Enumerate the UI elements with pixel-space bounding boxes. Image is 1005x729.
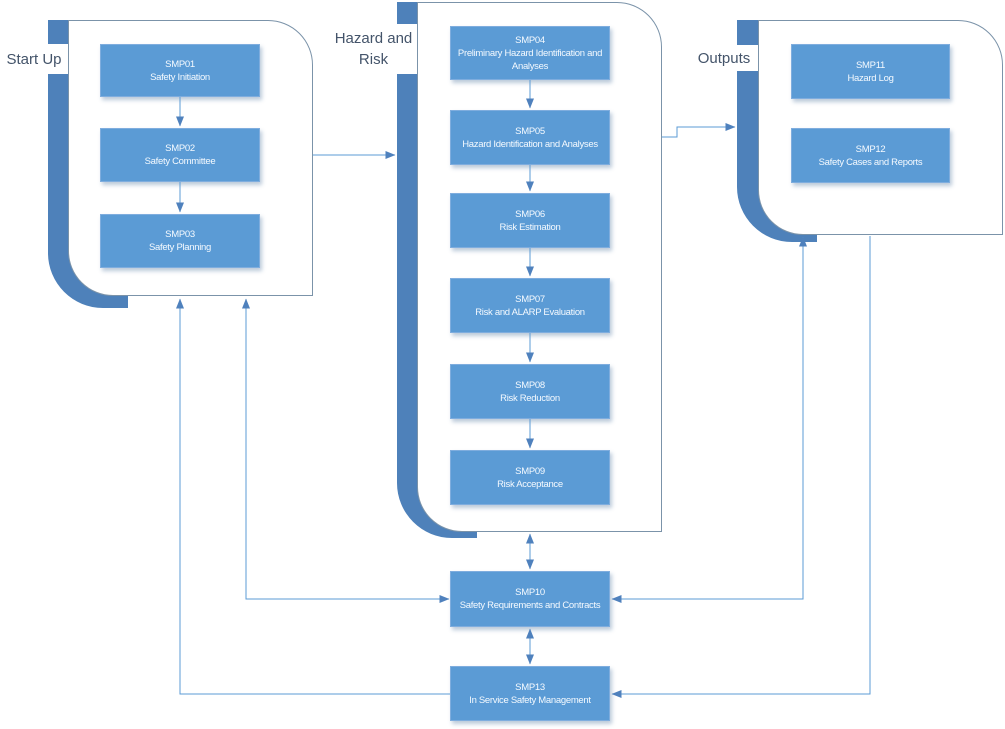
node-smp02[interactable]: SMP02 Safety Committee	[100, 128, 260, 182]
node-code: SMP07	[515, 293, 545, 305]
node-name: Safety Cases and Reports	[818, 156, 923, 168]
node-name: Safety Requirements and Contracts	[459, 600, 601, 611]
group-label-hazard-risk: Hazard and Risk	[330, 24, 417, 74]
node-code: SMP13	[515, 681, 545, 693]
node-smp09[interactable]: SMP09 Risk Acceptance	[450, 450, 610, 505]
node-name: Preliminary Hazard Identification and An…	[457, 47, 603, 72]
node-smp01[interactable]: SMP01 Safety Initiation	[100, 44, 260, 97]
node-code: SMP09	[515, 465, 545, 477]
node-name: Safety Planning	[148, 242, 212, 253]
node-smp10[interactable]: SMP10 Safety Requirements and Contracts	[450, 571, 610, 627]
node-code: SMP02	[165, 143, 195, 154]
node-name: Risk Reduction	[500, 392, 560, 404]
node-code: SMP10	[515, 587, 545, 598]
node-smp11[interactable]: SMP11 Hazard Log	[791, 44, 950, 99]
node-code: SMP05	[515, 125, 545, 137]
node-smp13[interactable]: SMP13 In Service Safety Management	[450, 666, 610, 721]
node-smp03[interactable]: SMP03 Safety Planning	[100, 214, 260, 268]
node-name: Hazard Identification and Analyses	[462, 138, 598, 150]
node-name: Safety Initiation	[150, 71, 210, 83]
group-label-outputs: Outputs	[690, 45, 758, 71]
node-code: SMP11	[856, 59, 885, 71]
node-name: Risk Estimation	[499, 221, 561, 233]
node-code: SMP12	[855, 143, 886, 155]
node-code: SMP03	[165, 229, 195, 240]
node-name: Safety Committee	[144, 156, 216, 167]
node-name: In Service Safety Management	[469, 694, 591, 706]
node-smp08[interactable]: SMP08 Risk Reduction	[450, 364, 610, 419]
node-name: Risk Acceptance	[497, 478, 563, 490]
connector-hazard-outputs	[662, 123, 736, 138]
node-code: SMP08	[515, 379, 545, 391]
node-code: SMP06	[515, 208, 545, 220]
node-smp04[interactable]: SMP04 Preliminary Hazard Identification …	[450, 26, 610, 80]
node-code: SMP04	[515, 34, 545, 46]
node-name: Hazard Log	[847, 72, 894, 84]
group-label-startup: Start Up	[0, 44, 68, 74]
node-code: SMP01	[165, 58, 195, 70]
node-smp06[interactable]: SMP06 Risk Estimation	[450, 193, 610, 248]
node-smp07[interactable]: SMP07 Risk and ALARP Evaluation	[450, 278, 610, 333]
node-smp05[interactable]: SMP05 Hazard Identification and Analyses	[450, 110, 610, 165]
node-name: Risk and ALARP Evaluation	[475, 306, 585, 318]
node-smp12[interactable]: SMP12 Safety Cases and Reports	[791, 128, 950, 183]
